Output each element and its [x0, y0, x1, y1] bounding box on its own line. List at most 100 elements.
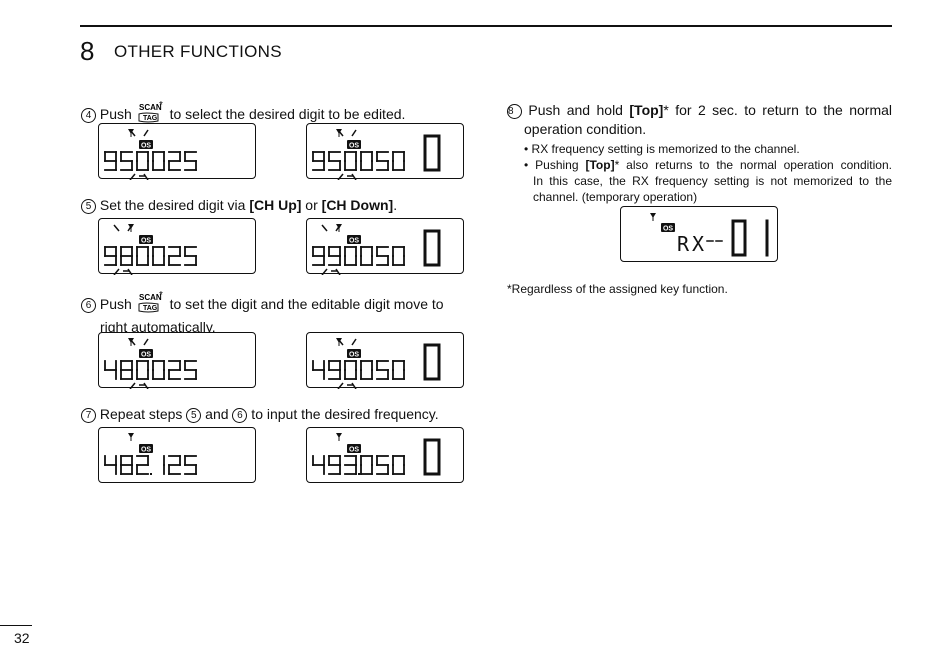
signal-antenna-icon — [128, 433, 134, 441]
frequency-digit — [328, 246, 341, 266]
frequency-digit — [392, 151, 405, 171]
step-8-post: * for 2 sec. to return to the normal — [663, 102, 893, 118]
blinking-digit-marks — [129, 338, 149, 389]
frequency-digit — [392, 360, 405, 380]
os-indicator: OS — [347, 349, 361, 359]
channel-digit — [423, 229, 441, 267]
frequency-digit — [120, 246, 133, 266]
frequency-digit — [104, 455, 117, 475]
lcd-screen: OS — [312, 433, 441, 476]
frequency-digit — [104, 360, 117, 380]
key-icon-bottom: TAG — [143, 115, 158, 122]
step-8: 8 Push and hold [Top]* for 2 sec. to ret… — [507, 101, 892, 139]
frequency-digit — [392, 455, 405, 475]
svg-text:OS: OS — [141, 143, 151, 150]
ch-down-key: [CH Down] — [321, 197, 394, 213]
blinking-digit-marks — [321, 224, 341, 275]
svg-text:OS: OS — [349, 238, 359, 245]
frequency-digit — [328, 151, 341, 171]
lcd-screen: OS — [104, 224, 197, 275]
lcd-screen: OS — [104, 129, 197, 180]
frequency-digit — [328, 455, 341, 475]
step-5-mid: or — [301, 197, 322, 213]
step-6-pre: Push — [99, 296, 132, 312]
step-8-number: 8 — [507, 104, 522, 119]
ch-up-key: [CH Up] — [249, 197, 302, 213]
frequency-digit — [152, 360, 165, 380]
frequency-digit — [376, 151, 389, 171]
lcd-display-step6-left: OS — [98, 332, 256, 389]
frequency-digit — [168, 455, 181, 475]
step-8-line2: operation condition. — [524, 121, 647, 137]
step-4-number: 4 — [81, 108, 96, 123]
step-5-number: 5 — [81, 199, 96, 214]
frequency-digit — [392, 246, 405, 266]
os-indicator: OS — [139, 140, 153, 150]
frequency-digit — [152, 151, 165, 171]
bullet-2-pre: Pushing — [535, 158, 586, 172]
lcd-screen: OS — [104, 433, 197, 475]
frequency-digit — [376, 246, 389, 266]
bullet-2: • Pushing [Top]* also returns to the nor… — [524, 158, 892, 204]
lcd-display-step7-left: OS — [98, 427, 256, 483]
step-ref-5: 5 — [186, 408, 202, 423]
key-icon-star: * — [159, 291, 163, 301]
svg-text:OS: OS — [141, 238, 151, 245]
channel-digit — [423, 343, 441, 381]
lcd-display-step6-right: OS — [306, 332, 464, 389]
signal-antenna-icon — [336, 433, 342, 441]
bullet-2-line2: In this case, the RX frequency setting i… — [533, 174, 892, 188]
svg-text:OS: OS — [349, 447, 359, 454]
step-7-post: to input the desired frequency. — [247, 406, 439, 422]
step-6-line2: right automatically. — [100, 319, 216, 335]
key-icon-bottom: TAG — [143, 305, 158, 312]
lcd-screen: OS — [104, 338, 197, 389]
step-4-pre: Push — [99, 106, 132, 122]
frequency-digit — [344, 246, 357, 266]
frequency-digit — [360, 246, 373, 266]
decimal-point — [358, 473, 360, 475]
os-indicator: OS — [347, 140, 361, 150]
blinking-digit-marks — [129, 129, 149, 180]
frequency-digit — [120, 151, 133, 171]
key-icon-top: SCAN — [139, 293, 162, 302]
channel-digit — [423, 134, 441, 172]
bullet-2-post: * also returns to the normal operation c… — [614, 158, 892, 172]
step-5-post: . — [393, 197, 398, 213]
channel-digit — [731, 219, 747, 257]
os-indicator: OS — [139, 349, 153, 359]
frequency-digit — [136, 360, 149, 380]
os-indicator: OS — [661, 223, 675, 233]
lcd-display-step7-right: OS — [306, 427, 464, 483]
os-indicator: OS — [139, 235, 153, 245]
top-key: [Top] — [629, 102, 664, 118]
frequency-digit — [120, 360, 133, 380]
step-6-post: to set the digit and the editable digit … — [169, 296, 444, 312]
bullet-2-line3: channel. (temporary operation) — [533, 190, 698, 204]
blinking-digit-marks — [113, 224, 133, 275]
frequency-digit — [360, 455, 373, 475]
svg-text:OS: OS — [349, 143, 359, 150]
frequency-digit — [152, 246, 165, 266]
decimal-point — [150, 473, 152, 475]
step-ref-6: 6 — [232, 408, 248, 423]
blinking-digit-marks — [337, 129, 357, 180]
signal-antenna-icon — [650, 213, 656, 221]
frequency-digit — [136, 246, 149, 266]
lcd-screen: OS — [312, 129, 441, 180]
svg-text:OS: OS — [663, 226, 673, 233]
channel-digit — [423, 438, 441, 476]
step-7-number: 7 — [81, 408, 96, 423]
lcd-char: X — [692, 232, 704, 256]
frequency-digit — [328, 360, 341, 380]
frequency-digit — [376, 360, 389, 380]
step-7: 7 Repeat steps 5 and 6 to input the desi… — [81, 405, 439, 424]
frequency-digit — [104, 151, 117, 171]
frequency-digit — [312, 246, 325, 266]
footnote: *Regardless of the assigned key function… — [507, 282, 728, 296]
step-5: 5 Set the desired digit via [CH Up] or [… — [81, 196, 397, 215]
frequency-digit — [184, 455, 197, 475]
frequency-digit — [168, 360, 181, 380]
key-icon-top: SCAN — [139, 103, 162, 112]
